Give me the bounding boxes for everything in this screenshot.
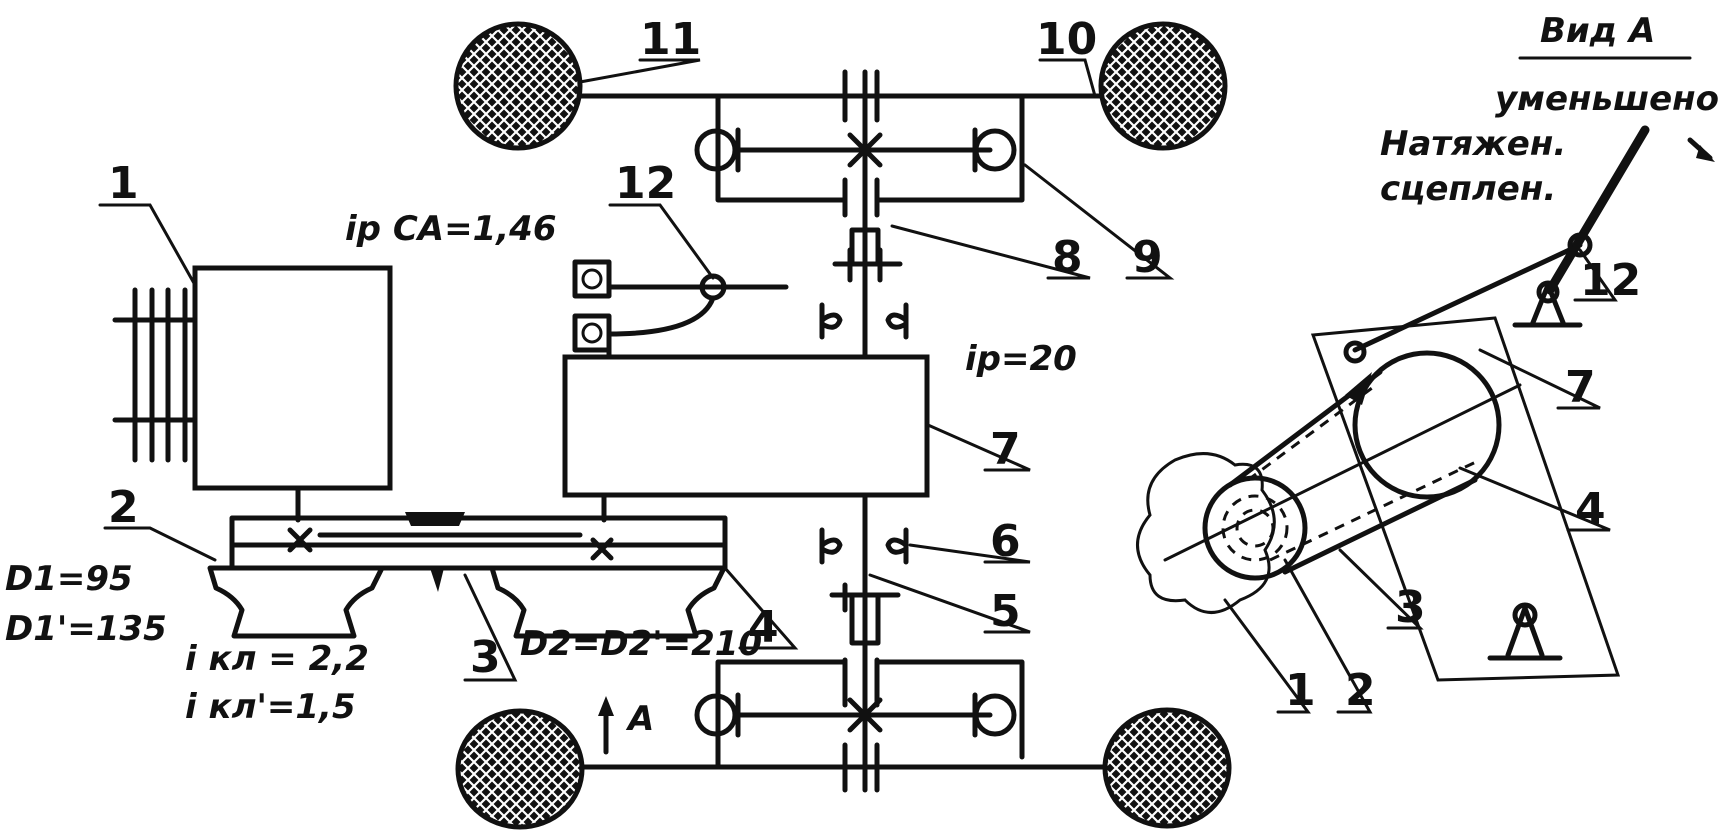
gearbox [562,354,930,523]
belt-drive [207,512,728,639]
pulley-d1 [207,565,385,639]
label-belt: 3 [470,632,501,683]
rear-axle [579,487,1108,793]
label-gearbox: 7 [990,424,1021,475]
ratio-ikl-prime: i кл'=1,5 [185,687,356,727]
label-driven-pulley: 4 [748,602,779,653]
diameter-d2: D2=D2'=210 [520,624,762,664]
leader-lines [98,58,1175,682]
label-differential: 9 [1132,232,1163,283]
front-axle [577,69,1104,363]
view-label-lever: 12 [1580,255,1641,306]
view-a: Вид А уменьшено Натяжен. сцеплен. [1136,11,1719,714]
number-labels: 1 2 3 4 5 6 7 8 9 10 11 12 [108,14,1163,683]
rear-satellite-left [694,693,738,737]
wheel-front-right [1098,21,1228,151]
view-arrow-a: A [598,696,654,755]
label-engine: 1 [108,158,139,209]
arrow-a-label: A [625,699,654,739]
ratio-texts: ip CA=1,46 ip=20 D1=95 D1'=135 i кл = 2,… [5,209,1077,727]
rear-coupling [819,527,909,646]
front-coupling [819,227,909,340]
front-satellite-left [694,128,738,172]
tension-lever [572,259,789,360]
view-tension-2: сцеплен. [1380,169,1556,209]
wheel-rear-left [455,708,585,830]
label-wheel: 11 [640,14,701,65]
wheel-rear-right [1102,707,1232,829]
view-title: Вид А [1540,11,1655,51]
pulley-d2 [489,565,727,639]
view-label-belt: 3 [1395,582,1426,633]
wheel-front-left [453,21,583,151]
view-a-labels: 1 2 3 4 7 12 [1285,255,1641,716]
diameter-d1-prime: D1'=135 [5,609,167,649]
wheels [453,21,1232,830]
label-axle: 10 [1036,14,1097,65]
view-label-pulley-4: 4 [1575,484,1606,535]
ratio-ip-ca: ip CA=1,46 [345,209,556,249]
engine [112,265,393,523]
diameter-d1: D1=95 [5,559,133,599]
label-pulley-6: 6 [990,516,1021,567]
label-lever: 12 [615,158,676,209]
label-drive-pulley: 2 [108,482,139,533]
label-coupling: 8 [1052,232,1083,283]
view-label-gearbox: 7 [1565,362,1596,413]
view-subtitle: уменьшено [1495,79,1719,119]
view-tension-1: Натяжен. [1380,124,1566,164]
view-label-pulley-2: 2 [1345,665,1376,716]
label-shaft: 5 [990,586,1021,637]
ratio-ip: ip=20 [965,339,1077,379]
ratio-ikl: i кл = 2,2 [185,639,369,679]
view-label-engine: 1 [1285,665,1316,716]
